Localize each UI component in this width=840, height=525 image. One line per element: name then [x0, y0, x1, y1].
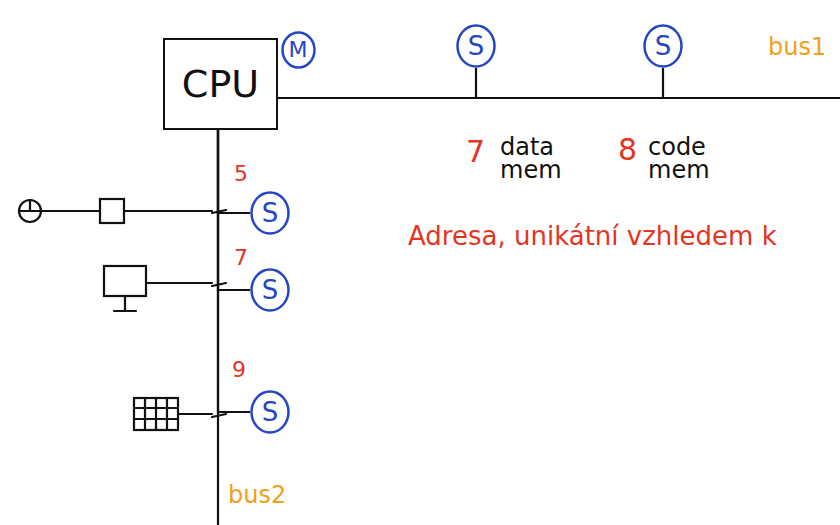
bus-connector [278, 68, 476, 98]
note-text: Adresa, unikátní vzhledem k [408, 224, 777, 249]
bus-connector [218, 130, 250, 290]
memory-label: code mem [648, 136, 728, 182]
memory-label: data mem [500, 136, 570, 182]
slave-circle: S [643, 24, 683, 68]
node-text: CPU [182, 65, 259, 103]
mouse-symbol [19, 200, 41, 222]
node-text: M [289, 39, 308, 61]
bus-label: bus2 [228, 484, 286, 507]
callout-number: 5 [234, 164, 248, 185]
node-text: S [468, 33, 485, 59]
device-wire [41, 210, 100, 212]
bus-connector [218, 130, 250, 412]
slave-circle: S [250, 268, 290, 312]
master-circle: M [281, 31, 316, 69]
slave-circle: S [456, 24, 496, 68]
callout-number: 8 [618, 136, 637, 165]
node-text: S [262, 277, 279, 303]
node-text: S [655, 33, 672, 59]
keyboard-symbol [134, 398, 178, 430]
callout-number: 7 [234, 248, 248, 269]
node-text: S [262, 399, 279, 425]
device-wire [124, 210, 212, 212]
slave-circle: S [250, 191, 290, 235]
node-text: S [262, 200, 279, 226]
callout-number: 9 [232, 360, 246, 381]
callout-number: 7 [466, 138, 485, 167]
controller-box [100, 199, 124, 223]
bus-label: bus1 [768, 36, 826, 59]
device-wire [146, 282, 212, 284]
cpu-box: CPU [163, 38, 278, 130]
bus-connector [278, 68, 663, 98]
bus-connector [218, 130, 250, 213]
slave-circle: S [250, 390, 290, 434]
monitor-symbol [104, 266, 146, 296]
device-wire [178, 413, 212, 415]
